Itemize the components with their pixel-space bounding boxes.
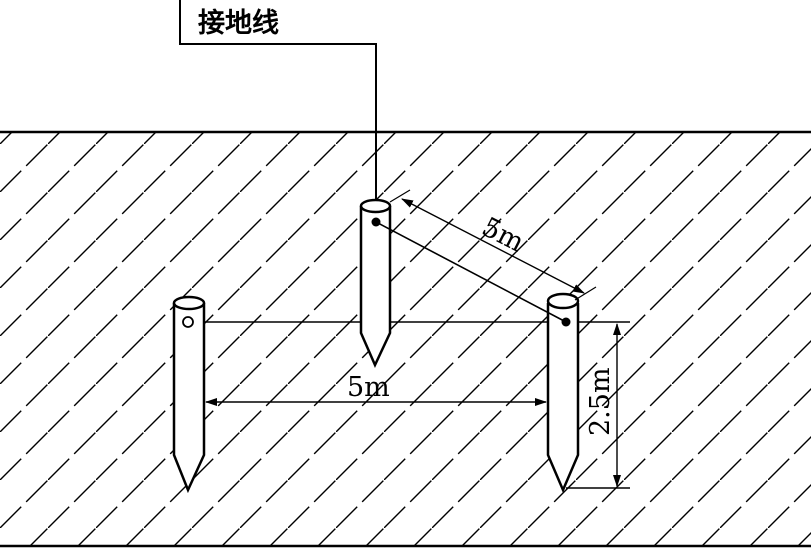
- soil-region: [0, 132, 811, 545]
- dimension-vertical-label: 2.5m: [585, 367, 616, 436]
- dimension-horizontal-label: 5m: [347, 372, 390, 403]
- ground-rod-left: [172, 295, 206, 494]
- ground-wire-label: 接地线: [198, 8, 279, 39]
- ground-rod-right: [546, 292, 580, 494]
- dimension-horizontal: 5m: [205, 372, 547, 406]
- ground-rod-center: [359, 198, 392, 369]
- ground-wire: [179, 0, 377, 222]
- dimension-vertical: 2.5m: [585, 323, 621, 487]
- connection-point-open: [182, 316, 194, 328]
